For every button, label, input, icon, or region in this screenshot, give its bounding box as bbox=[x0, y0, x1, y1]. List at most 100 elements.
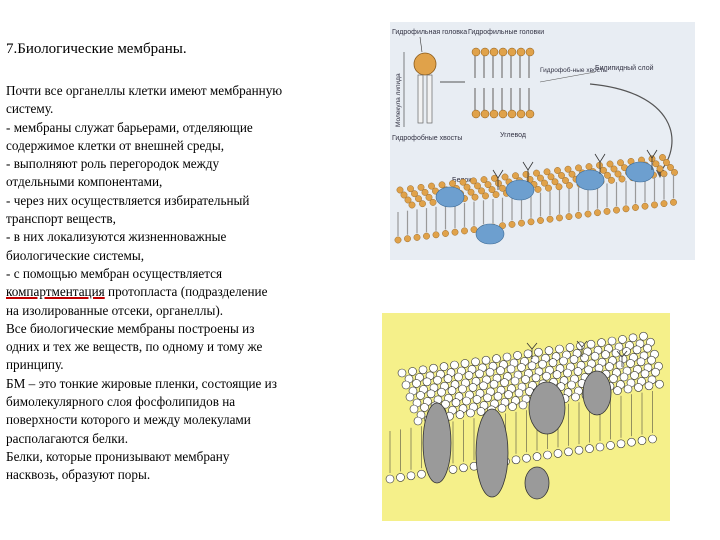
carbohydrate-chain bbox=[616, 350, 628, 367]
text-line: содержимое клетки от внешней среды, bbox=[6, 137, 225, 153]
head-bead bbox=[659, 154, 666, 161]
head-bead bbox=[575, 164, 582, 172]
text-line-compartmentation: компартментация протопласта (подразделен… bbox=[6, 283, 336, 301]
head-bead bbox=[604, 171, 611, 179]
lipid-bead bbox=[522, 453, 531, 463]
lipid-bead bbox=[644, 381, 654, 391]
head-bead bbox=[499, 222, 506, 230]
head-bead bbox=[516, 109, 526, 119]
head-bead bbox=[632, 204, 639, 211]
head-bead bbox=[566, 182, 573, 189]
lipid-bead bbox=[406, 471, 416, 481]
head-bead bbox=[671, 169, 678, 176]
lipid-bead bbox=[606, 441, 615, 450]
head-bead bbox=[480, 109, 490, 119]
head-bead bbox=[428, 182, 435, 190]
head-bead bbox=[652, 160, 660, 168]
head-bead bbox=[488, 186, 496, 194]
head-bead bbox=[565, 213, 573, 221]
label-lipid-molecule: Молекула липида bbox=[395, 73, 402, 127]
head-bead bbox=[613, 206, 620, 214]
lipid-bead bbox=[636, 357, 646, 367]
head-bead bbox=[663, 159, 670, 166]
head-bead bbox=[442, 230, 449, 237]
head-bead bbox=[614, 170, 622, 178]
lipid-bead bbox=[590, 351, 600, 361]
lipid-bead bbox=[584, 365, 593, 375]
lipid-bead bbox=[479, 381, 488, 391]
protein-blob bbox=[575, 169, 605, 191]
lipid-bead bbox=[429, 363, 438, 373]
lipid-bead bbox=[458, 384, 467, 394]
protein-shape bbox=[582, 370, 612, 416]
head-bead bbox=[461, 227, 468, 235]
text-line: Почти все органеллы клетки имеют мембран… bbox=[6, 83, 283, 98]
lipid-tail bbox=[426, 74, 433, 124]
head-bead bbox=[484, 181, 492, 189]
lipid-bead bbox=[630, 371, 639, 380]
lipid-bead bbox=[492, 354, 501, 363]
protein-shape bbox=[475, 408, 509, 498]
head-bead bbox=[498, 109, 508, 119]
lipid-bead bbox=[397, 368, 407, 378]
head-bead bbox=[507, 47, 517, 57]
lipid-head bbox=[413, 52, 437, 76]
text-line: - в них локализуются жизненноважные bbox=[6, 229, 227, 245]
head-bead bbox=[429, 198, 437, 206]
carbohydrate-chain bbox=[576, 340, 588, 357]
protein-blob bbox=[505, 179, 535, 201]
lipid-bead bbox=[412, 379, 421, 388]
carbohydrate-chain bbox=[594, 153, 606, 174]
head-bead bbox=[525, 47, 535, 57]
text-line: Все биологические мембраны построены из bbox=[6, 320, 255, 336]
head-bead bbox=[467, 188, 475, 196]
head-bead bbox=[618, 175, 626, 183]
head-bead bbox=[507, 109, 517, 119]
lipid-bead bbox=[580, 353, 589, 363]
lipid-bead bbox=[571, 392, 580, 402]
lipid-bead bbox=[489, 379, 499, 389]
head-bead bbox=[660, 200, 668, 208]
head-bead bbox=[425, 193, 433, 201]
text-line: отдельными компонентами, bbox=[6, 174, 163, 190]
head-bead bbox=[463, 183, 471, 191]
lipid-bead bbox=[483, 393, 492, 403]
head-bead bbox=[667, 164, 674, 171]
lipid-bead bbox=[396, 473, 405, 482]
head-bead bbox=[404, 196, 412, 204]
body-text: Почти все органеллы клетки имеют мембран… bbox=[6, 82, 336, 485]
lipid-bead bbox=[518, 400, 528, 410]
lipid-bead bbox=[643, 343, 652, 353]
head-bead bbox=[470, 177, 477, 185]
lipid-bead bbox=[628, 333, 638, 343]
lipid-bead bbox=[563, 368, 572, 378]
lipid-bead bbox=[443, 374, 453, 383]
lipid-bead bbox=[462, 396, 471, 406]
lipid-bead bbox=[543, 450, 552, 460]
head-bead bbox=[417, 183, 425, 191]
head-bead bbox=[568, 170, 576, 178]
lipid-bead bbox=[553, 449, 563, 458]
small-bilayer bbox=[471, 47, 535, 119]
head-bead bbox=[408, 201, 416, 209]
lipid-bead bbox=[468, 383, 478, 392]
lipid-bead bbox=[542, 371, 551, 381]
lipid-bead bbox=[544, 346, 554, 355]
carbohydrate-chain bbox=[526, 342, 538, 359]
protein-blob bbox=[475, 223, 505, 245]
text-line: располагаются белки. bbox=[6, 430, 129, 446]
head-bead bbox=[518, 219, 525, 227]
head-bead bbox=[556, 214, 563, 222]
lipid-bead bbox=[521, 375, 530, 384]
text-line: БМ – это тонкие жировые пленки, состоящи… bbox=[6, 375, 277, 391]
lipid-bead bbox=[385, 474, 395, 484]
lipid-bead bbox=[439, 362, 449, 371]
head-bead bbox=[575, 211, 582, 219]
lipid-bead bbox=[426, 389, 436, 399]
head-bead bbox=[608, 176, 615, 184]
head-bead bbox=[449, 180, 456, 187]
head-bead bbox=[471, 193, 479, 201]
protein-shape bbox=[528, 381, 566, 435]
lipid-bead bbox=[472, 395, 482, 404]
head-bead bbox=[596, 161, 603, 169]
